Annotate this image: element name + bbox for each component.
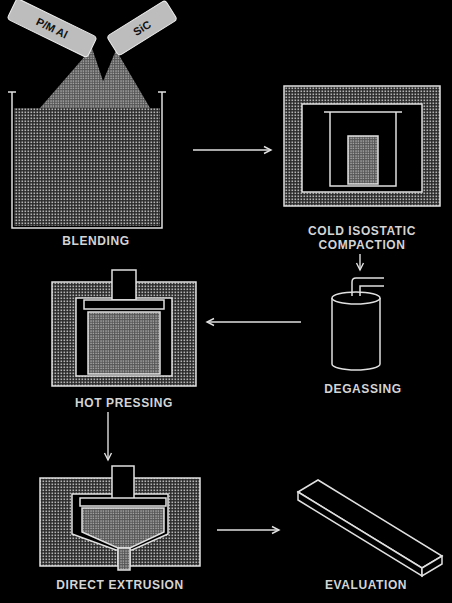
powder-container: P/M Al bbox=[6, 0, 97, 59]
step-label: COLD ISOSTATIC COMPACTION bbox=[275, 224, 449, 252]
cip-specimen bbox=[348, 136, 378, 184]
blending-vessel bbox=[12, 92, 162, 228]
extrusion-cavity bbox=[72, 494, 168, 550]
degassing-step: DEGASSING bbox=[305, 272, 421, 396]
bar-side bbox=[298, 492, 422, 576]
flow-arrow bbox=[207, 321, 301, 322]
cip-chamber bbox=[302, 104, 422, 192]
blending-step: BLENDING P/M Al SiC bbox=[3, 2, 189, 248]
flow-arrow bbox=[217, 529, 279, 530]
flow-arrow bbox=[193, 149, 271, 150]
degassing-can bbox=[332, 298, 380, 370]
evaluation-step: EVALUATION bbox=[283, 470, 449, 592]
press-cavity bbox=[76, 298, 172, 376]
billet bbox=[88, 312, 160, 374]
vessel-rim bbox=[158, 91, 166, 93]
cip-vessel bbox=[284, 86, 440, 206]
flow-arrow bbox=[107, 412, 108, 460]
step-label: HOT PRESSING bbox=[45, 396, 203, 410]
ram-head bbox=[84, 300, 164, 309]
vacuum-tube bbox=[352, 278, 384, 296]
hot-pressing-step: HOT PRESSING bbox=[45, 262, 203, 410]
step-label: EVALUATION bbox=[283, 578, 449, 592]
extrusion-billet bbox=[82, 508, 164, 548]
powder-mix bbox=[14, 108, 160, 226]
step-label: DEGASSING bbox=[305, 382, 421, 396]
can-top bbox=[332, 292, 380, 304]
cip-mould bbox=[330, 112, 396, 186]
step-label: DIRECT EXTRUSION bbox=[27, 578, 213, 592]
vacuum-tube bbox=[360, 286, 384, 296]
bar-end bbox=[422, 556, 442, 576]
step-label: BLENDING bbox=[3, 234, 189, 248]
flow-arrow bbox=[359, 254, 360, 270]
extrusion-step: DIRECT EXTRUSION bbox=[27, 462, 213, 592]
bar-top bbox=[298, 480, 442, 568]
container-label: SiC bbox=[131, 18, 153, 38]
compaction-step: COLD ISOSTATIC COMPACTION bbox=[275, 78, 449, 252]
extrudate bbox=[118, 548, 130, 570]
extrusion-ram bbox=[112, 466, 134, 500]
container-label: P/M Al bbox=[34, 15, 69, 40]
powder-container: SiC bbox=[106, 0, 178, 57]
cip-lid bbox=[324, 111, 402, 113]
vessel-rim bbox=[8, 91, 16, 93]
ram-head bbox=[80, 498, 166, 506]
press-ram bbox=[112, 270, 136, 300]
pour-stream bbox=[92, 50, 150, 108]
